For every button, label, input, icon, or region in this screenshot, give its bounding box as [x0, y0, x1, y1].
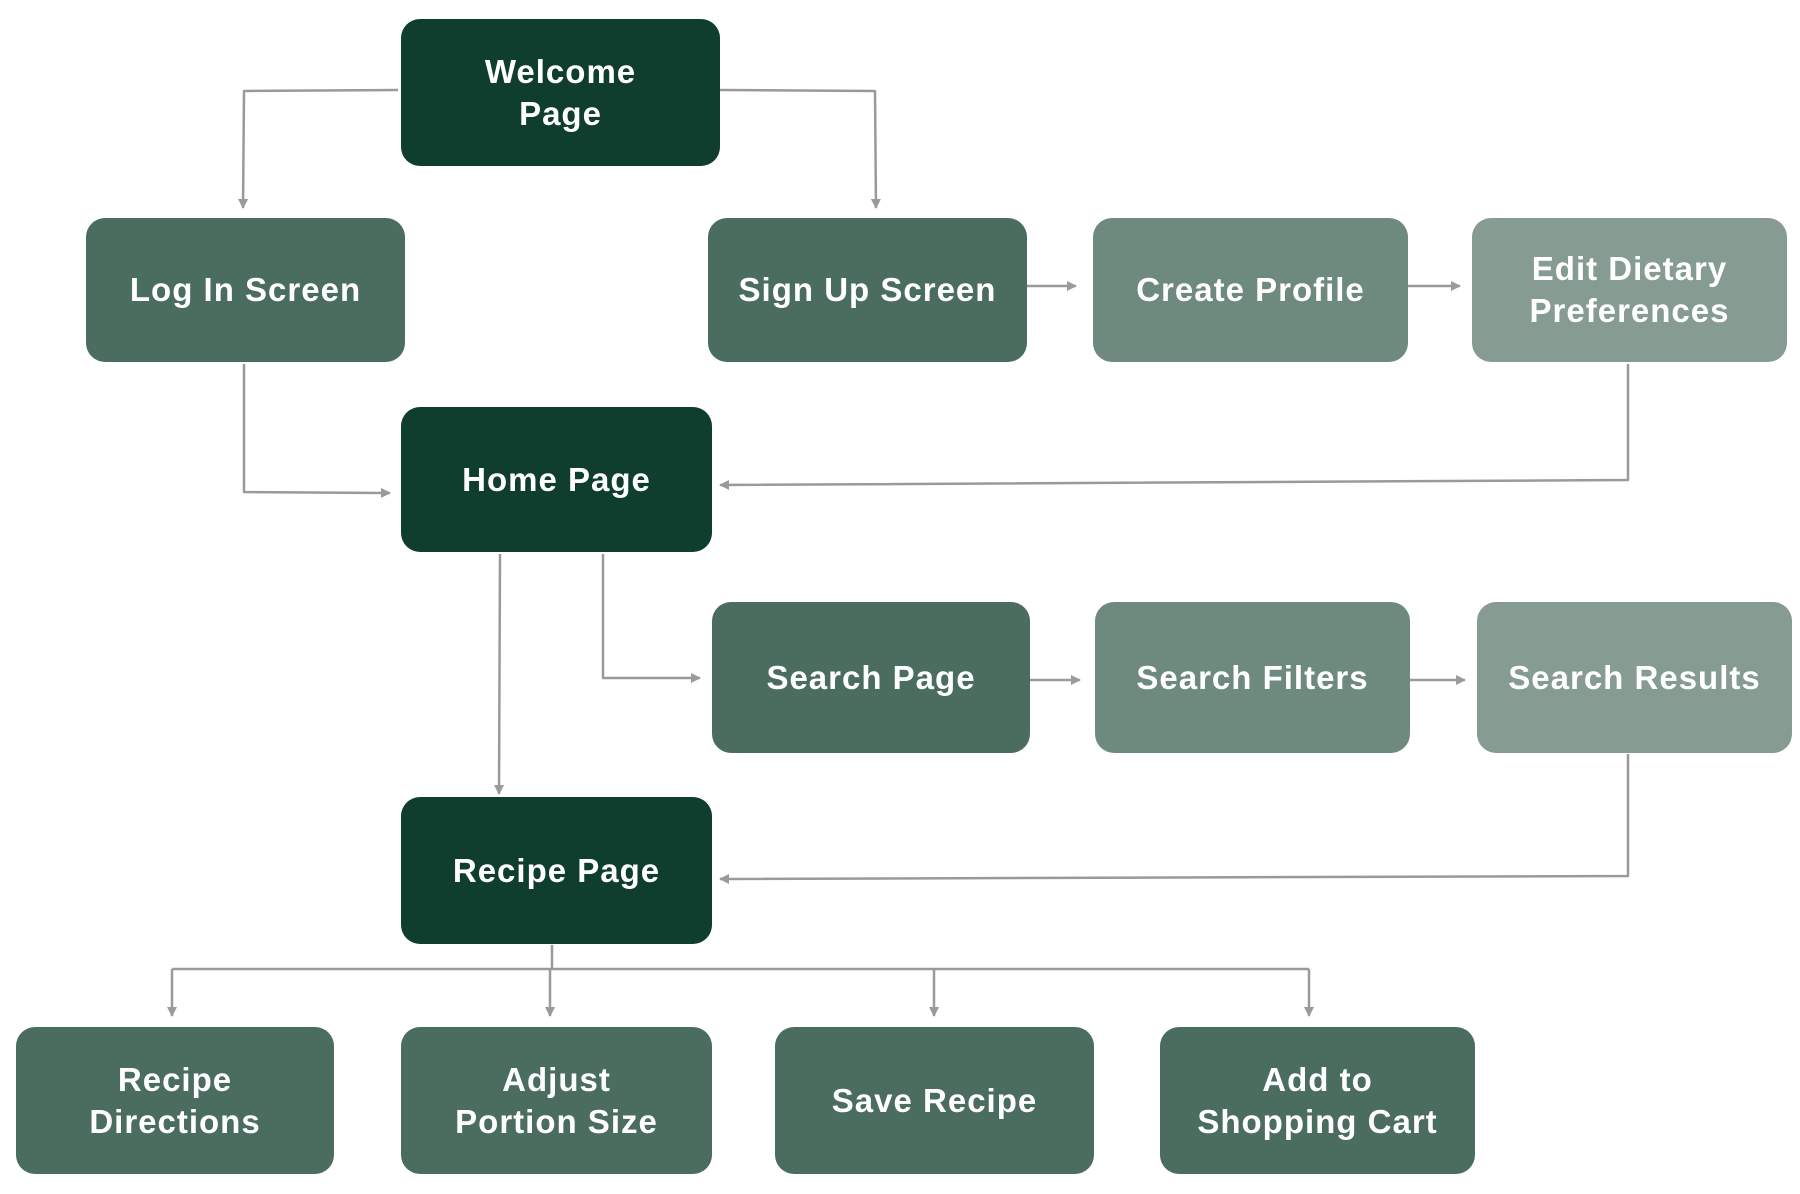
node-add-to-shopping-cart[interactable]: Add to Shopping Cart	[1160, 1027, 1475, 1174]
connector-welcome-to-signup	[718, 88, 881, 209]
node-save-recipe-label: Save Recipe	[831, 1081, 1038, 1119]
node-home-page[interactable]: Home Page	[401, 407, 712, 552]
node-sign-up-screen-label: Sign Up Screen	[738, 271, 997, 308]
node-recipe-page-label: Recipe Page	[452, 851, 661, 889]
node-log-in-screen-label: Log In Screen	[129, 271, 362, 308]
node-search-page-label: Search Page	[766, 658, 976, 696]
node-edit-dietary-preferences-label: Edit Dietary Preferences	[1529, 250, 1730, 329]
connector-home-to-recipe	[494, 553, 505, 795]
node-log-in-screen[interactable]: Log In Screen	[86, 218, 405, 362]
connector-search-results-to-recipe	[719, 754, 1630, 884]
node-save-recipe[interactable]: Save Recipe	[775, 1027, 1094, 1174]
node-welcome-page[interactable]: Welcome Page	[401, 19, 720, 166]
node-recipe-directions-label: Recipe Directions	[89, 1060, 261, 1140]
node-recipe-page[interactable]: Recipe Page	[401, 797, 712, 944]
node-edit-dietary-preferences[interactable]: Edit Dietary Preferences	[1472, 218, 1787, 362]
connector-edit-dietary-to-home	[719, 364, 1630, 490]
node-search-filters[interactable]: Search Filters	[1095, 602, 1410, 753]
node-search-page[interactable]: Search Page	[712, 602, 1030, 753]
node-create-profile[interactable]: Create Profile	[1093, 218, 1408, 362]
node-create-profile-label: Create Profile	[1136, 271, 1365, 308]
node-add-to-shopping-cart-label: Add to Shopping Cart	[1197, 1060, 1438, 1140]
node-adjust-portion-size-label: Adjust Portion Size	[455, 1060, 658, 1140]
node-search-results[interactable]: Search Results	[1477, 602, 1792, 753]
node-sign-up-screen[interactable]: Sign Up Screen	[708, 218, 1027, 362]
node-recipe-directions[interactable]: Recipe Directions	[16, 1027, 334, 1174]
connector-welcome-to-login	[238, 88, 399, 209]
connector-login-to-home	[242, 364, 391, 498]
node-home-page-label: Home Page	[462, 460, 651, 498]
node-adjust-portion-size[interactable]: Adjust Portion Size	[401, 1027, 712, 1174]
node-search-filters-label: Search Filters	[1136, 658, 1369, 696]
connector-home-to-search-page	[601, 554, 701, 683]
node-welcome-page-label: Welcome Page	[484, 52, 637, 132]
node-search-results-label: Search Results	[1508, 658, 1761, 696]
